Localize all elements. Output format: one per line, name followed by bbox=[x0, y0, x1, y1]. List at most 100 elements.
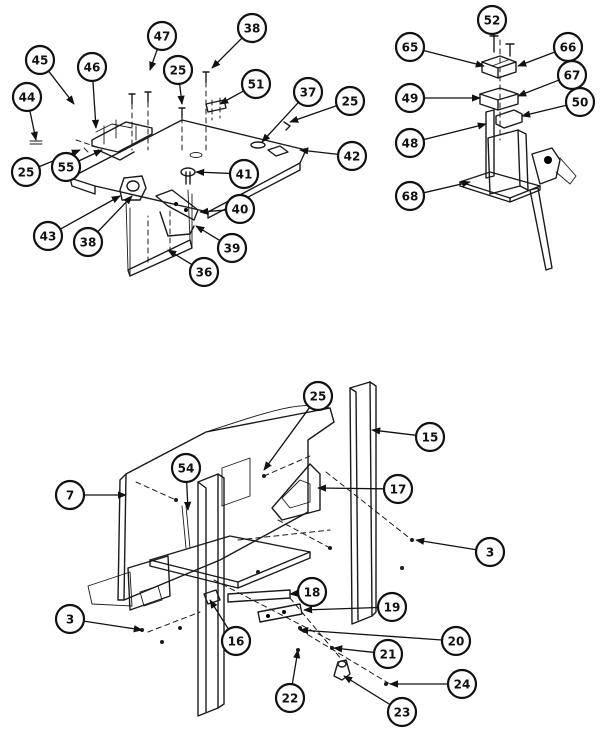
callout-number: 46 bbox=[84, 61, 101, 75]
leader-line bbox=[333, 645, 375, 654]
leader-line bbox=[29, 110, 38, 141]
callout-number: 44 bbox=[19, 91, 36, 105]
callout-number: 65 bbox=[402, 41, 419, 55]
callout-number: 25 bbox=[342, 95, 359, 109]
callout-16: 16 bbox=[209, 599, 252, 657]
callout-48: 48 bbox=[394, 122, 487, 159]
leader-line bbox=[299, 147, 339, 156]
callout-circle bbox=[10, 156, 42, 188]
callout-number: 36 bbox=[196, 266, 213, 280]
callout-15: 15 bbox=[371, 421, 446, 453]
callout-number: 49 bbox=[402, 92, 419, 106]
callout-number: 21 bbox=[380, 648, 397, 662]
callout-circle bbox=[76, 51, 108, 83]
leader-line bbox=[423, 180, 471, 194]
callout-number: 48 bbox=[402, 137, 419, 151]
leader-line bbox=[291, 649, 301, 685]
callout-circle bbox=[394, 31, 426, 63]
leader-line bbox=[423, 49, 485, 68]
callout-number: 22 bbox=[282, 692, 299, 706]
callout-number: 67 bbox=[564, 69, 581, 83]
callout-number: 55 bbox=[58, 161, 75, 175]
callout-65: 65 bbox=[394, 31, 485, 68]
leader-line bbox=[177, 83, 185, 105]
callout-number: 43 bbox=[40, 230, 57, 244]
callout-51: 51 bbox=[219, 68, 272, 105]
leader-line bbox=[183, 481, 192, 511]
callout-circle bbox=[564, 86, 596, 118]
callout-circle bbox=[386, 696, 418, 728]
callout-circle bbox=[162, 54, 194, 86]
callout-number: 47 bbox=[154, 30, 171, 44]
post-assembly-drawing bbox=[459, 35, 577, 271]
callout-circle bbox=[382, 473, 414, 505]
leader-line bbox=[149, 48, 158, 71]
callout-circle bbox=[224, 193, 256, 225]
callout-circle bbox=[240, 68, 272, 100]
leader-line bbox=[199, 207, 227, 216]
callout-number: 68 bbox=[402, 190, 419, 204]
callout-number: 3 bbox=[486, 546, 494, 560]
callout-3: 3 bbox=[54, 603, 143, 635]
callout-25: 25 bbox=[10, 149, 81, 188]
callout-25: 25 bbox=[289, 85, 366, 123]
callout-number: 25 bbox=[18, 166, 35, 180]
leader-line bbox=[195, 225, 221, 242]
leader-line bbox=[289, 589, 299, 597]
leader-line bbox=[263, 406, 311, 471]
leader-line bbox=[289, 105, 338, 123]
callout-circle bbox=[11, 81, 43, 113]
callout-22: 22 bbox=[274, 649, 306, 714]
leader-line bbox=[423, 122, 487, 141]
callout-39: 39 bbox=[195, 225, 248, 264]
callout-number: 51 bbox=[248, 78, 265, 92]
callout-52: 52 bbox=[476, 4, 508, 37]
callout-number: 45 bbox=[32, 54, 49, 68]
leader-line bbox=[299, 626, 443, 641]
callout-circle bbox=[394, 82, 426, 114]
callout-circle bbox=[54, 479, 86, 511]
callout-circle bbox=[220, 625, 252, 657]
callout-40: 40 bbox=[199, 193, 256, 225]
callout-number: 41 bbox=[236, 168, 253, 182]
callout-circle bbox=[292, 76, 324, 108]
callout-number: 54 bbox=[178, 462, 195, 476]
callout-circle bbox=[50, 151, 82, 183]
callout-55: 55 bbox=[50, 149, 103, 183]
leader-line bbox=[303, 606, 379, 614]
callout-number: 19 bbox=[384, 601, 401, 615]
callout-circle bbox=[446, 668, 478, 700]
callout-25: 25 bbox=[263, 380, 334, 471]
callout-25: 25 bbox=[162, 54, 194, 105]
leader-line bbox=[517, 79, 560, 97]
callout-17: 17 bbox=[317, 473, 414, 505]
callout-circle bbox=[302, 380, 334, 412]
callout-21: 21 bbox=[333, 638, 404, 670]
callout-number: 16 bbox=[228, 635, 245, 649]
callout-circle bbox=[32, 220, 64, 252]
callout-18: 18 bbox=[289, 576, 328, 608]
callout-68: 68 bbox=[394, 180, 471, 212]
leader-line bbox=[195, 168, 231, 176]
callout-44: 44 bbox=[11, 81, 43, 141]
callout-49: 49 bbox=[394, 82, 481, 114]
callout-circle bbox=[170, 452, 202, 484]
callout-circle bbox=[146, 20, 178, 52]
leader-line bbox=[48, 70, 75, 105]
leader-line bbox=[261, 101, 299, 143]
callout-number: 18 bbox=[304, 586, 321, 600]
callout-number: 38 bbox=[244, 22, 261, 36]
callout-circle bbox=[414, 421, 446, 453]
callout-number: 42 bbox=[344, 150, 361, 164]
callout-circle bbox=[394, 127, 426, 159]
callout-circle bbox=[24, 44, 56, 76]
frame-assembly-drawing bbox=[87, 381, 414, 717]
callout-67: 67 bbox=[517, 59, 588, 97]
callout-circle bbox=[556, 59, 588, 91]
callout-number: 23 bbox=[394, 706, 411, 720]
callout-circle bbox=[296, 576, 328, 608]
callout-number: 15 bbox=[422, 431, 439, 445]
callout-number: 3 bbox=[66, 613, 74, 627]
